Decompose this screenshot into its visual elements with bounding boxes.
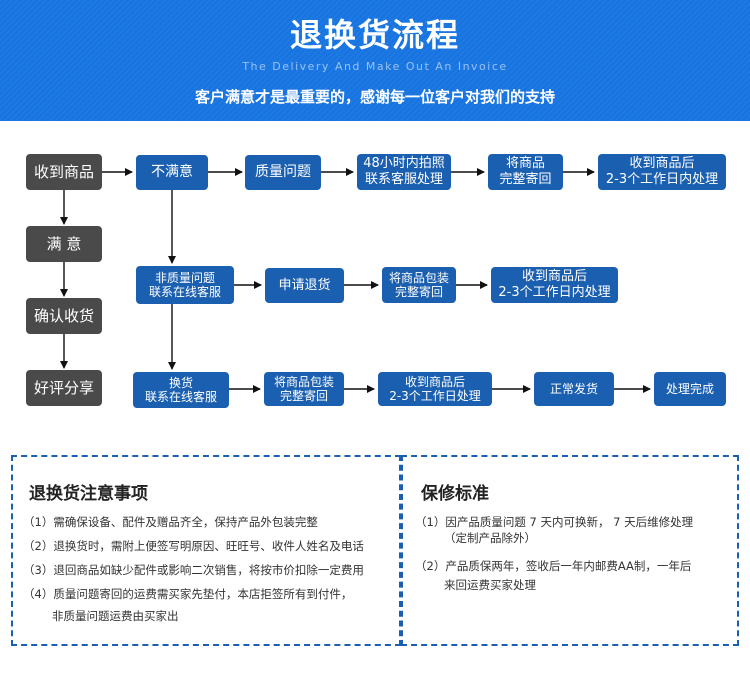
return-note-item: （4）质量问题寄回的运费需买家先垫付，本店拒签所有到付件， — [23, 587, 353, 601]
warranty-panel: 保修标准 （1）因产品质量问题 7 天内可换新， 7 天后维修处理 （定制产品除… — [401, 455, 739, 646]
pack-return-box-3: 将商品包装 完整寄回 — [264, 372, 344, 406]
photo-contact-box: 48小时内拍照 联系客服处理 — [357, 154, 451, 190]
page-title: 退换货流程 — [289, 16, 460, 54]
return-note-item-continued: 非质量问题运费由买家出 — [52, 609, 179, 623]
warranty-item-continued: （定制产品除外） — [444, 531, 536, 545]
return-note-item: （3）退回商品如缺少配件或影响二次销售，将按市价扣除一定费用 — [23, 563, 364, 577]
process-in-days-box-2: 收到商品后 2-3个工作日内处理 — [491, 267, 618, 303]
return-notes-title: 退换货注意事项 — [29, 484, 148, 504]
pack-return-box: 将商品包装 完整寄回 — [382, 267, 456, 303]
process-complete-box: 处理完成 — [654, 372, 726, 406]
received-goods-box: 收到商品 — [26, 154, 102, 190]
normal-shipping-box: 正常发货 — [534, 372, 614, 406]
return-complete-box: 将商品 完整寄回 — [488, 154, 563, 190]
warranty-title: 保修标准 — [421, 484, 489, 504]
warranty-item: （2）产品质保两年，签收后一年内邮费AA制，一年后 — [415, 559, 692, 573]
return-note-item: （1）需确保设备、配件及赠品齐全，保持产品外包装完整 — [23, 515, 318, 529]
exchange-contact-box: 换货 联系在线客服 — [133, 372, 229, 408]
unsatisfied-box: 不满意 — [136, 155, 208, 190]
confirm-receipt-box: 确认收货 — [26, 298, 102, 334]
review-share-box: 好评分享 — [26, 370, 102, 406]
non-quality-contact-box: 非质量问题 联系在线客服 — [136, 266, 234, 304]
warranty-item-continued: 来回运费买家处理 — [444, 578, 536, 592]
process-in-days-box-3: 收到商品后 2-3个工作日处理 — [378, 372, 492, 406]
header-banner: 退换货流程 The Delivery And Make Out An Invoi… — [0, 0, 750, 121]
warranty-item: （1）因产品质量问题 7 天内可换新， 7 天后维修处理 — [415, 515, 694, 529]
satisfied-box: 满 意 — [26, 226, 102, 262]
process-in-days-box: 收到商品后 2-3个工作日内处理 — [598, 154, 726, 190]
apply-refund-box: 申请退货 — [265, 268, 344, 303]
quality-issue-box: 质量问题 — [245, 155, 321, 190]
return-note-item: （2）退换货时，需附上便签写明原因、旺旺号、收件人姓名及电话 — [23, 539, 364, 553]
return-notes-panel: 退换货注意事项 （1）需确保设备、配件及赠品齐全，保持产品外包装完整 （2）退换… — [11, 455, 401, 646]
chinese-subtitle: 客户满意才是最重要的，感谢每一位客户对我们的支持 — [194, 88, 555, 106]
english-subtitle: The Delivery And Make Out An Invoice — [242, 60, 508, 73]
